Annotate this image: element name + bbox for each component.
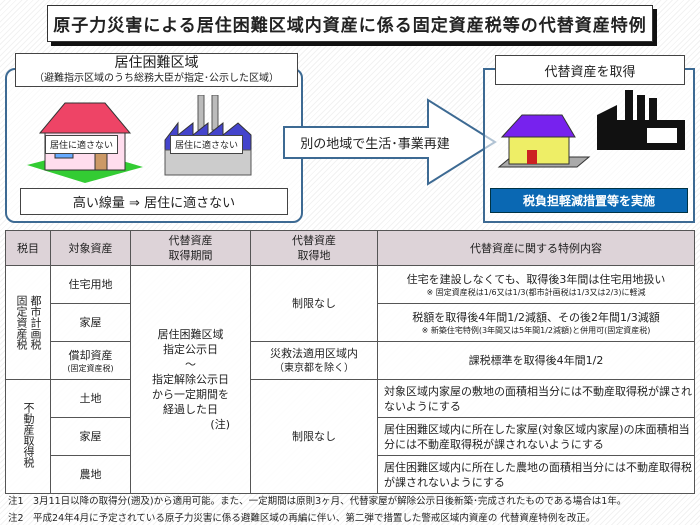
content-cell: 居住困難区域内に所在した家屋(対象区域内家屋)の床面積相当分には不動産取得税が課… (377, 417, 695, 456)
tax-name-real-estate-acquisition: 不動産取得税 (22, 401, 35, 468)
content-sub: ※ 新築住宅特例(3年間又は5年間1/2減額)と併用可(固定資産税) (421, 325, 651, 335)
period-line: 指定解除公示日 (152, 373, 229, 386)
header-acquisition-location: 代替資産 取得地 (250, 230, 378, 266)
acquisition-period-cell: 居住困難区域 指定公示日 ～ 指定解除公示日 から一定期間を 経過した日 (注) (130, 265, 251, 494)
content-main: 税額を取得後4年間1/2減額、その後2年間1/3減額 (412, 310, 660, 324)
table-row: 農地 居住困難区域内に所在した農地の面積相当分には不動産取得税が課されないように… (6, 455, 695, 494)
page-title: 原子力災害による居住困難区域内資産に係る固定資産税等の代替資産特例 (47, 5, 653, 42)
tax-name-fixed-asset: 固定資産税 (15, 295, 28, 350)
asset-cell: 償却資産 (固定資産税) (50, 341, 131, 380)
factory-black-illustration (597, 90, 685, 150)
rebuild-elsewhere-text: 別の地域で生活･事業再建 (300, 137, 450, 152)
table-row: 家屋 居住困難区域内に所在した家屋(対象区域内家屋)の床面積相当分には不動産取得… (6, 417, 695, 456)
content-sub: ※ 固定資産税は1/6又は1/3(都市計画税は1/3又は2/3)に軽減 (426, 287, 646, 297)
location-cell: 制限なし (250, 379, 378, 494)
asset-name: 家屋 (50, 417, 131, 456)
table-row: 固定資産税 都市計画税 住宅用地 居住困難区域 指定公示日 ～ 指定解除公示日 … (5, 265, 695, 494)
asset-name: 農地 (50, 455, 131, 494)
note-1: 注1 3月11日以降の取得分(遡及)から適用可能。また、一定期間は原則3ヶ月、代… (8, 496, 627, 507)
period-line: から一定期間を (152, 388, 229, 401)
location-main: 災救法適用区域内 (270, 346, 358, 360)
asset-sub: (固定資産税) (67, 363, 114, 373)
location-sub: （東京都を除く） (274, 362, 354, 374)
period-line: 指定公示日 (163, 343, 218, 356)
house-unsuitable-tag: 居住に適さない (45, 135, 119, 154)
table-header-row: 税目 対象資産 代替資産 取得期間 代替資産 取得地 代替資産に関する特例内容 (5, 230, 695, 266)
asset-name: 家屋 (50, 303, 131, 342)
header-content: 代替資産に関する特例内容 (377, 230, 695, 266)
header-target-asset: 対象資産 (50, 230, 131, 266)
period-line: 経過した日 (163, 403, 218, 416)
content-cell: 居住困難区域内に所在した農地の面積相当分には不動産取得税が課されないようにする (377, 455, 695, 494)
zone-label: 居住困難区域 （避難指示区域のうち総務大臣が指定･公示した区域） (15, 53, 298, 87)
table-row: 不動産取得税 土地 制限なし 対象区域内家屋の敷地の面積相当分には不動産取得税が… (5, 379, 695, 494)
content-cell: 対象区域内家屋の敷地の面積相当分には不動産取得税が課されないようにする (377, 379, 695, 418)
arrow-right-icon (283, 98, 497, 186)
tax-relief-button: 税負担軽減措置等を実施 (490, 188, 688, 213)
content-cell: 課税標準を取得後4年間1/2 (377, 341, 695, 380)
period-note: (注) (210, 418, 230, 431)
high-radiation-note: 高い線量 ⇒ 居住に適さない (20, 188, 288, 215)
factory-unsuitable-tag: 居住に適さない (170, 135, 244, 154)
special-provisions-table: 税目 対象資産 代替資産 取得期間 代替資産 取得地 代替資産に関する特例内容 … (5, 230, 695, 494)
content-cell: 住宅を建設しなくても、取得後3年間は住宅用地扱い ※ 固定資産税は1/6又は1/… (377, 265, 695, 304)
tax-name-city-planning: 都市計画税 (29, 295, 42, 350)
zone-label-subtitle: （避難指示区域のうち総務大臣が指定･公示した区域） (34, 73, 279, 84)
asset-name: 住宅用地 (50, 265, 131, 304)
content-main: 住宅を建設しなくても、取得後3年間は住宅用地扱い (406, 272, 666, 286)
header-tax-item: 税目 (5, 230, 51, 266)
new-house-illustration (497, 114, 591, 168)
table-row: 家屋 税額を取得後4年間1/2減額、その後2年間1/3減額 ※ 新築住宅特例(3… (6, 303, 695, 342)
location-cell: 制限なし (250, 265, 378, 342)
zone-label-title: 居住困難区域 (114, 55, 199, 71)
tax-group-acquisition: 不動産取得税 (5, 379, 51, 494)
header-acquisition-period: 代替資産 取得期間 (130, 230, 251, 266)
location-cell: 災救法適用区域内 （東京都を除く） (250, 341, 378, 380)
content-cell: 税額を取得後4年間1/2減額、その後2年間1/3減額 ※ 新築住宅特例(3年間又… (377, 303, 695, 342)
note-2: 注2 平成24年4月に予定されている原子力災害に係る避難区域の再編に伴い、第二弾… (8, 513, 596, 524)
acquire-replacement-label: 代替資産を取得 (495, 55, 685, 85)
asset-name: 償却資産 (68, 348, 113, 362)
table-row: 償却資産 (固定資産税) 災救法適用区域内 （東京都を除く） 課税標準を取得後4… (6, 341, 695, 380)
period-line: ～ (185, 358, 196, 371)
asset-name: 土地 (50, 379, 131, 418)
period-line: 居住困難区域 (157, 328, 224, 341)
tax-group-property: 固定資産税 都市計画税 (5, 265, 51, 380)
